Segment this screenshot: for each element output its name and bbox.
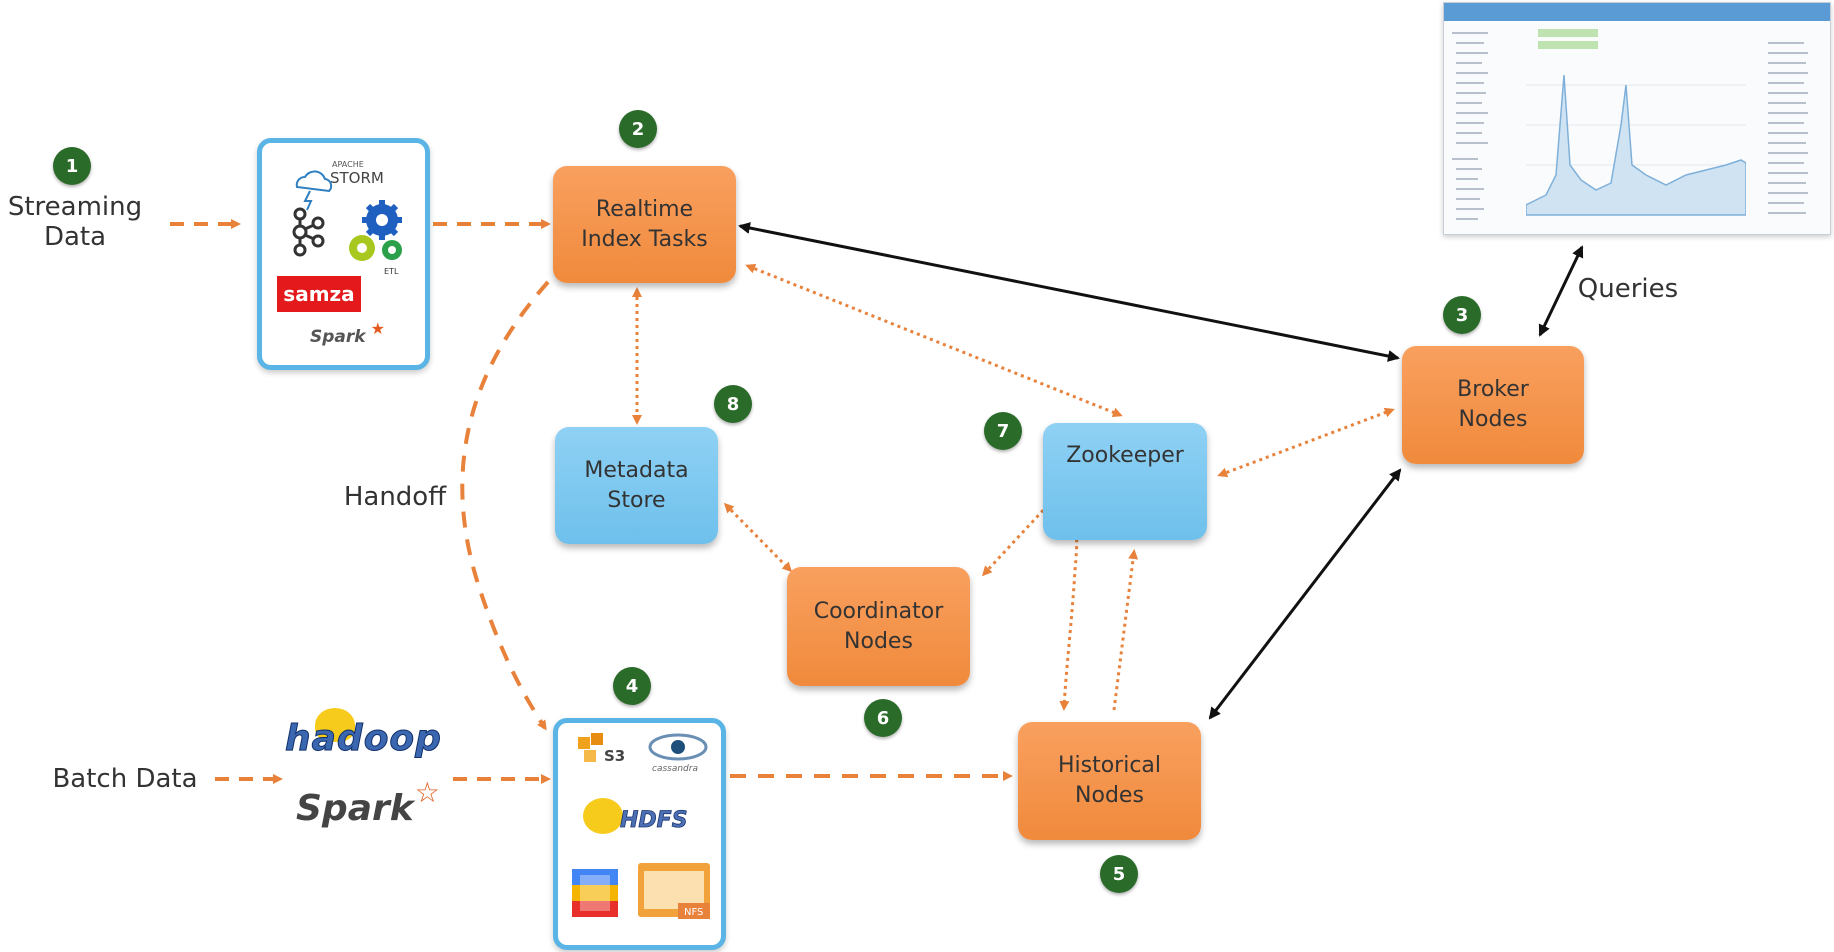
zookeeper-node-label: Zookeeper [1066, 443, 1184, 468]
deep-storage-frame: S3 cassandra HDFS NFS [553, 718, 726, 950]
step-badge-6: 6 [864, 699, 902, 737]
broker-historical-arrow [1208, 468, 1402, 720]
spark-logo-large: Spark ☆ [296, 776, 444, 829]
spark-text-large: Spark [296, 788, 414, 829]
metadata-coordinator-arrow [723, 502, 793, 573]
hdfs-elephant-icon [583, 798, 623, 834]
metadata-store-node: Metadata Store [555, 427, 718, 544]
broker-node-line2: Nodes [1458, 407, 1528, 432]
deep-storage-logos: S3 cassandra HDFS NFS [572, 733, 710, 919]
step-badge-1: 1 [53, 147, 91, 185]
historical-to-zookeeper-arrow [1112, 549, 1139, 711]
storm-apache-text: APACHE [332, 160, 364, 169]
coordinator-node-line1: Coordinator [813, 598, 944, 624]
batch-data-label: Batch Data [52, 764, 198, 794]
stream-processors-frame: APACHE STORM ETL [257, 138, 430, 370]
spark-large-star-icon: ☆ [414, 776, 440, 809]
aws-s3-icon [578, 733, 603, 762]
query-ui-screenshot [1443, 2, 1831, 235]
etl-gears-icon: ETL [349, 200, 402, 276]
samza-text: samza [283, 282, 355, 306]
zookeeper-broker-arrow [1217, 407, 1395, 478]
metadata-node-line2: Store [607, 487, 666, 513]
historical-node-line1: Historical [1057, 753, 1162, 778]
etl-text: ETL [384, 267, 399, 276]
screenshot-right-table [1764, 25, 1826, 225]
coordinator-node-line2: Nodes [844, 628, 913, 654]
hadoop-logo: hadoop [285, 708, 442, 760]
cloud-storage-icon [572, 869, 618, 917]
hdfs-text: HDFS [620, 808, 688, 833]
realtime-zookeeper-arrow [745, 263, 1123, 418]
zookeeper-coordinator-arrow [981, 503, 1050, 577]
nfs-text: NFS [684, 907, 703, 918]
storm-logo: APACHE STORM [295, 160, 384, 211]
streaming-data-label: Streaming Data [0, 192, 150, 252]
step-badge-7: 7 [984, 412, 1022, 450]
broker-nodes-node: Broker Nodes [1402, 346, 1584, 464]
broker-node-line1: Broker [1457, 377, 1529, 402]
historical-nodes-node: Historical Nodes [1018, 722, 1201, 840]
step-badge-8: 8 [714, 385, 752, 423]
samza-logo: samza [277, 276, 361, 312]
storm-bolt-icon [303, 190, 313, 211]
sidebar-lines [1452, 32, 1488, 220]
s3-text: S3 [604, 747, 625, 765]
realtime-node-line2: Index Tasks [581, 226, 708, 252]
hadoop-elephant-icon [315, 708, 355, 742]
step-badge-2: 2 [619, 110, 657, 148]
realtime-node-line1: Realtime [595, 196, 694, 222]
storm-cloud-icon [295, 170, 333, 193]
screenshot-titlebar [1444, 3, 1830, 21]
cassandra-text: cassandra [652, 764, 698, 774]
step-badge-5: 5 [1100, 855, 1138, 893]
handoff-label: Handoff [343, 482, 447, 512]
screenshot-timeseries-chart [1526, 74, 1746, 216]
step-badge-4: 4 [613, 667, 651, 705]
broker-queries-arrow [1538, 245, 1584, 337]
screenshot-sidebar [1448, 25, 1518, 225]
cassandra-eye-icon [648, 733, 708, 761]
historical-node-line2: Nodes [1075, 783, 1144, 808]
coordinator-nodes-node: Coordinator Nodes [787, 567, 970, 686]
zookeeper-node: Zookeeper [1043, 423, 1207, 540]
realtime-index-tasks-node: Realtime Index Tasks [553, 166, 736, 283]
storm-text: STORM [330, 169, 384, 187]
nfs-folder-icon: NFS [638, 863, 710, 919]
spark-star-icon: ★ [370, 319, 386, 338]
step-badge-3: 3 [1443, 296, 1481, 334]
hadoop-text: hadoop [285, 718, 442, 760]
spark-logo-small: Spark ★ [310, 319, 385, 347]
queries-label: Queries [1577, 274, 1679, 304]
table-lines [1768, 42, 1808, 214]
streaming-label-line1: Streaming [7, 192, 143, 222]
spark-text-small: Spark [310, 327, 366, 347]
realtime-broker-arrow [738, 222, 1400, 362]
kafka-logo [292, 207, 325, 257]
metadata-node-line1: Metadata [584, 457, 689, 483]
streaming-label-line2: Data [43, 222, 107, 252]
handoff-arrow [460, 280, 550, 731]
screenshot-filters [1524, 25, 1764, 55]
